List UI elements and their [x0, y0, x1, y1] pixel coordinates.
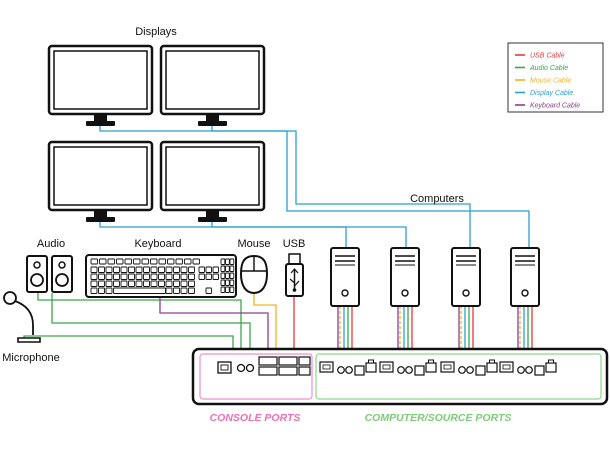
computer-ports-outline	[315, 353, 602, 400]
computer-tower	[330, 247, 360, 307]
audio-cable	[51, 293, 251, 362]
monitor	[159, 140, 266, 224]
computers	[330, 247, 540, 307]
computer-port-group	[499, 359, 557, 376]
legend-item: Mouse Cable	[515, 78, 571, 85]
usb-label: USB	[283, 238, 306, 250]
microphone-label: Microphone	[2, 352, 59, 364]
mouse-cable	[253, 291, 277, 357]
computer-port-group	[379, 359, 437, 376]
console-ports	[217, 356, 311, 376]
legend-item: Keyboard Cable	[515, 103, 580, 110]
keyboard-cable	[159, 298, 269, 357]
displays	[47, 44, 266, 224]
microphone-icon	[3, 291, 41, 343]
computers-label: Computers	[410, 193, 464, 205]
display-cable	[211, 222, 407, 248]
legend-label: Keyboard Cable	[530, 103, 580, 110]
legend-item: Display Cable	[515, 90, 573, 97]
monitor	[47, 44, 154, 128]
mouse-icon	[239, 254, 269, 295]
displays-label: Displays	[135, 26, 177, 38]
computer-ports	[319, 359, 557, 376]
computer-ports-label: COMPUTER/SOURCE PORTS	[365, 412, 512, 424]
speakers-icon	[26, 255, 73, 293]
computer-tower	[451, 247, 481, 307]
mouse-label: Mouse	[237, 238, 270, 250]
legend-item: USB Cable	[515, 53, 565, 60]
computer-tower	[510, 247, 540, 307]
audio-cable	[37, 293, 242, 362]
usb-icon	[285, 253, 304, 297]
kvm-switch	[191, 347, 609, 406]
computer-port-group	[319, 359, 377, 376]
monitor	[159, 44, 266, 128]
legend-label: USB Cable	[530, 53, 565, 60]
keyboard-label: Keyboard	[134, 238, 181, 250]
legend-label: Mouse Cable	[530, 78, 571, 85]
legend-label: Audio Cable	[529, 65, 568, 72]
computer-port-group	[440, 359, 498, 376]
legend-label: Display Cable	[530, 90, 573, 97]
computer-tower	[390, 247, 420, 307]
console-ports-label: CONSOLE PORTS	[210, 412, 301, 424]
display-cable	[211, 126, 471, 248]
audio-label: Audio	[37, 238, 65, 250]
legend-item: Audio Cable	[515, 65, 568, 72]
console-ports-outline	[199, 353, 313, 400]
display-cable	[99, 126, 530, 248]
monitor	[47, 140, 154, 224]
keyboard-icon	[85, 254, 237, 298]
